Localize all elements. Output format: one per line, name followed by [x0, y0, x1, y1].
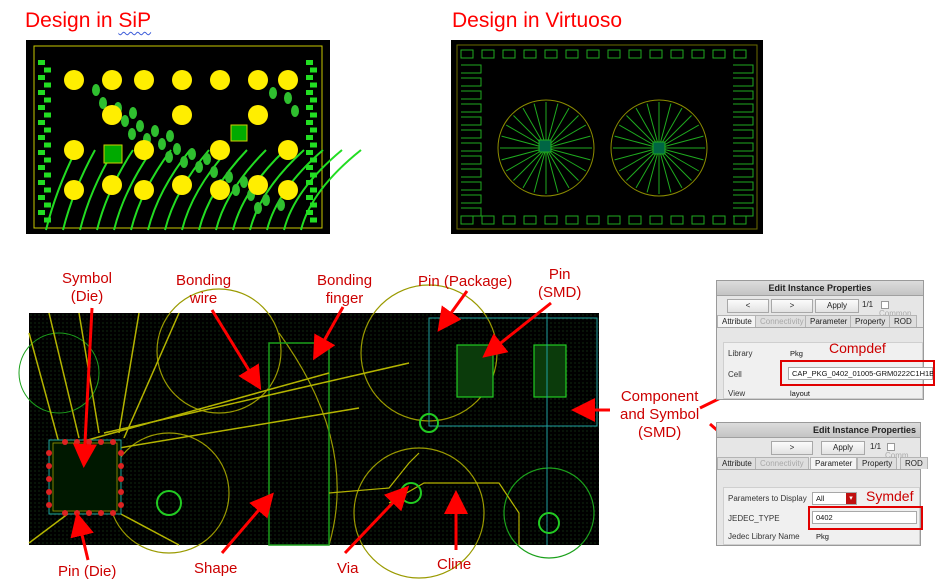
view-field[interactable]: layout — [790, 389, 811, 398]
edit-instance-dialog-compdef: Edit Instance Properties < > Apply 1/1 C… — [716, 280, 934, 400]
library-field[interactable]: Pkg — [790, 349, 803, 358]
back-button[interactable]: < — [727, 299, 769, 313]
label-pin-smd: Pin(SMD) — [538, 266, 582, 301]
page-indicator: 1/1 — [870, 442, 882, 451]
forward-button[interactable]: > — [771, 299, 813, 313]
label-shape: Shape — [194, 560, 238, 577]
compdef-highlight — [780, 360, 935, 386]
common-checkbox[interactable]: Common — [879, 300, 923, 318]
label-pin-package: Pin (Package) — [418, 273, 513, 290]
symdef-highlight — [808, 506, 923, 530]
cell-label: Cell — [728, 370, 742, 379]
dropdown-arrow-icon[interactable]: ▾ — [846, 493, 856, 504]
jedec-library-field[interactable]: Pkg — [816, 532, 829, 541]
cell-field[interactable]: CAP_PKG_0402_01005-GRM0222C1H1B — [788, 367, 934, 380]
tab-property[interactable]: Property — [850, 315, 891, 327]
edit-instance-dialog-symdef: Edit Instance Properties > Apply 1/1 Com… — [716, 422, 928, 546]
common-checkbox[interactable]: Comm — [885, 442, 920, 460]
tab-connectivity[interactable]: Connectivity — [755, 457, 809, 469]
parameter-panel: Parameters to Display All ▾ JEDEC_TYPE 0… — [723, 487, 920, 545]
tab-attribute[interactable]: Attribute — [717, 315, 757, 327]
tab-property[interactable]: Property — [857, 457, 898, 469]
symdef-annotation: Symdef — [866, 488, 914, 504]
dialog-toolbar: < > Apply 1/1 Common — [717, 296, 923, 318]
tab-parameter[interactable]: Parameter — [810, 457, 858, 469]
page-indicator: 1/1 — [862, 300, 874, 309]
tab-rod[interactable]: ROD — [900, 457, 928, 469]
params-display-select[interactable]: All ▾ — [812, 492, 857, 505]
tab-connectivity[interactable]: Connectivity — [755, 315, 809, 327]
dialog-toolbar: > Apply 1/1 Comm — [717, 438, 920, 460]
label-symbol-die: Symbol(Die) — [62, 270, 113, 305]
virtuoso-title: Design in Virtuoso — [452, 9, 623, 32]
label-cline: Cline — [437, 556, 472, 573]
sip-title: Design in SiP — [25, 9, 152, 32]
apply-button[interactable]: Apply — [815, 299, 859, 313]
view-label: View — [728, 389, 746, 398]
tab-parameter[interactable]: Parameter — [805, 315, 853, 327]
params-display-label: Parameters to Display — [728, 494, 807, 503]
compdef-annotation: Compdef — [829, 340, 886, 356]
virtuoso-layout-image — [451, 40, 763, 234]
dialog-tabs: Attribute Connectivity Parameter Propert… — [717, 456, 928, 470]
jedec-type-field[interactable]: 0402 — [812, 511, 917, 524]
dialog-title: Edit Instance Properties — [717, 423, 920, 438]
forward-button[interactable]: > — [771, 441, 813, 455]
jedec-library-label: Jedec Library Name — [728, 532, 800, 541]
apply-button[interactable]: Apply — [821, 441, 865, 455]
dialog-tabs: Attribute Connectivity Parameter Propert… — [717, 314, 923, 328]
sip-layout-image — [26, 40, 362, 234]
jedec-type-label: JEDEC_TYPE — [728, 514, 780, 523]
tab-rod[interactable]: ROD — [889, 315, 917, 327]
dialog-title: Edit Instance Properties — [717, 281, 923, 296]
attribute-panel: Library Pkg Cell CAP_PKG_0402_01005-GRM0… — [723, 342, 934, 399]
tab-attribute[interactable]: Attribute — [717, 457, 757, 469]
label-via: Via — [337, 560, 359, 577]
label-pin-die: Pin (Die) — [58, 563, 117, 580]
library-label: Library — [728, 349, 753, 358]
